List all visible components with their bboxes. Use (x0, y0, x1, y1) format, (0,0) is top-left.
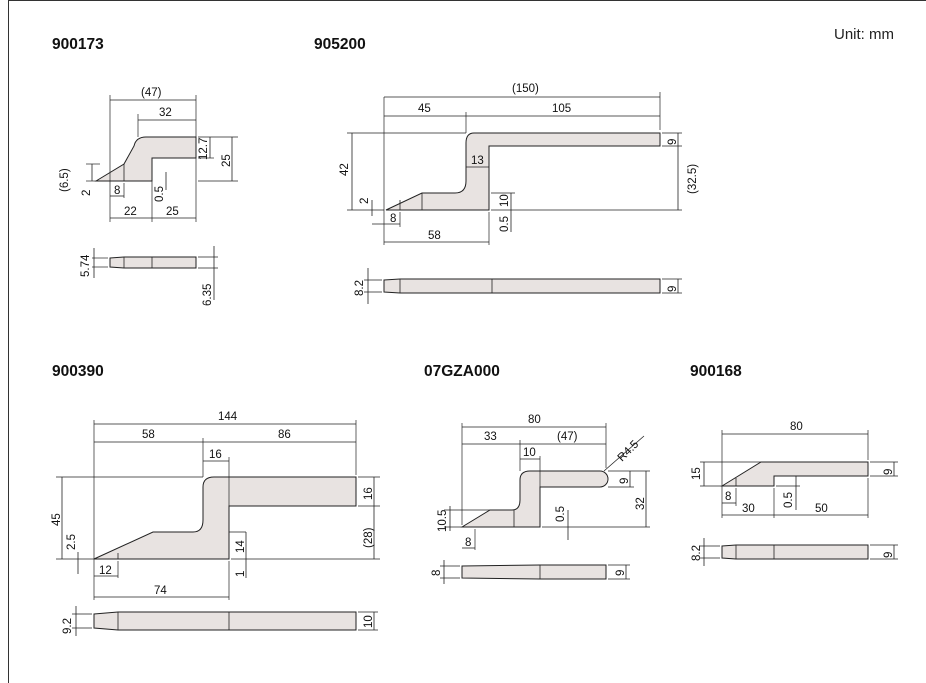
dim-900173-tip-len: 8 (114, 185, 120, 197)
dim-900390-right: 86 (278, 429, 291, 441)
dim-900173-thick-r: 6.35 (202, 284, 214, 306)
part-905200-side-view: (150) 45 105 13 9 42 2 (32.5) 8 10 0.5 5… (339, 83, 699, 245)
dim-905200-thick-r: 9 (667, 286, 679, 292)
dim-07gza000-radius: R4.5 (616, 438, 642, 464)
part-900390-top-view: 9.2 10 (62, 606, 378, 636)
dim-905200-left: 45 (418, 103, 431, 115)
dim-07gza000-overall: 80 (528, 414, 541, 426)
part-07gza000-side-view: 80 33 (47) 10 R4.5 9 32 10.5 0.5 8 (437, 414, 650, 550)
part-900173-side-view: (47) 32 12.7 25 (6.5) 2 8 0.5 22 25 (59, 87, 238, 222)
dim-900173-base-left: 22 (124, 206, 137, 218)
dim-900173-top-len: 32 (159, 107, 172, 119)
part-900168-top-view: 8.2 9 (691, 538, 898, 566)
part-number-900168: 900168 (690, 363, 742, 380)
dim-900390-neck: 16 (209, 449, 222, 461)
dim-900168-left: 30 (742, 503, 755, 515)
dim-900390-thick-r: 10 (363, 615, 375, 628)
dim-905200-overall: (150) (512, 83, 539, 95)
dim-900390-gap: 1 (235, 571, 247, 577)
dim-07gza000-thick-r: 9 (615, 570, 627, 576)
dim-900168-thick-r: 9 (883, 552, 895, 558)
dim-07gza000-gap: 0.5 (555, 506, 567, 522)
dim-900173-total-h: 25 (221, 154, 233, 167)
part-900168-side-view: 80 9 15 8 0.5 30 50 (691, 421, 898, 518)
part-number-905200: 905200 (314, 36, 366, 53)
dim-900390-head-h: 16 (363, 487, 375, 500)
unit-label: Unit: mm (834, 26, 894, 43)
dim-900168-head-h: 9 (883, 469, 895, 475)
dim-900390-left: 58 (142, 429, 155, 441)
dim-900173-tip-h: (6.5) (59, 168, 71, 192)
dim-07gza000-thick-l: 8 (431, 570, 443, 576)
dim-905200-base: 58 (428, 230, 441, 242)
part-900173-top-view: 5.74 6.35 (80, 246, 218, 306)
dim-900390-step: 2.5 (66, 534, 78, 550)
dim-07gza000-right: (47) (557, 431, 578, 443)
dim-900173-step: 2 (81, 190, 93, 196)
part-number-900173: 900173 (52, 36, 104, 53)
dim-905200-foot-h: 10 (499, 194, 511, 207)
dim-900168-tip-len: 8 (725, 491, 731, 503)
dim-900390-base: 74 (154, 585, 167, 597)
dim-900390-drop: (28) (363, 527, 375, 548)
dim-900390-height: 45 (51, 513, 63, 526)
dim-905200-height: 42 (339, 163, 351, 176)
dim-905200-neck: 13 (471, 155, 484, 167)
dim-905200-drop: (32.5) (687, 164, 699, 194)
part-900390-side-view: 144 58 86 16 16 45 2.5 (28) 14 1 12 74 (51, 411, 380, 600)
dim-900168-right: 50 (815, 503, 828, 515)
dim-900390-foot-h: 14 (235, 540, 247, 553)
dim-905200-tip-len: 8 (390, 213, 396, 225)
dim-900168-height: 15 (691, 467, 703, 480)
dim-905200-step: 2 (359, 198, 371, 204)
dim-900168-gap: 0.5 (783, 492, 795, 508)
dim-905200-right: 105 (552, 103, 571, 115)
dim-905200-gap: 0.5 (499, 216, 511, 232)
part-number-07gza000: 07GZA000 (424, 363, 500, 380)
dim-07gza000-tip-h: 10.5 (437, 510, 449, 532)
part-number-900390: 900390 (52, 363, 104, 380)
dim-905200-head-h: 9 (667, 139, 679, 145)
dim-07gza000-neck: 10 (523, 447, 536, 459)
dim-07gza000-tip-len: 8 (465, 537, 471, 549)
dim-900390-thick-l: 9.2 (62, 618, 74, 634)
part-905200-top-view: 8.2 9 (354, 268, 682, 304)
part-07gza000-top-view: 8 9 (431, 560, 630, 584)
dim-900390-tip-len: 12 (99, 565, 112, 577)
dim-900168-thick-l: 8.2 (691, 545, 703, 561)
dim-900168-overall: 80 (790, 421, 803, 433)
sheet-frame (8, 0, 926, 683)
dim-900390-overall: 144 (218, 411, 238, 423)
dim-900173-gap: 0.5 (154, 186, 166, 202)
dim-07gza000-left: 33 (484, 431, 497, 443)
dim-900173-base-right: 25 (166, 206, 179, 218)
dim-900173-thick-l: 5.74 (80, 254, 92, 277)
dim-905200-thick-l: 8.2 (354, 280, 366, 296)
dim-900173-head-h: 12.7 (198, 138, 210, 160)
dim-900173-overall: (47) (141, 87, 162, 99)
dim-07gza000-height: 32 (635, 497, 647, 510)
dim-07gza000-head-h: 9 (619, 478, 631, 484)
